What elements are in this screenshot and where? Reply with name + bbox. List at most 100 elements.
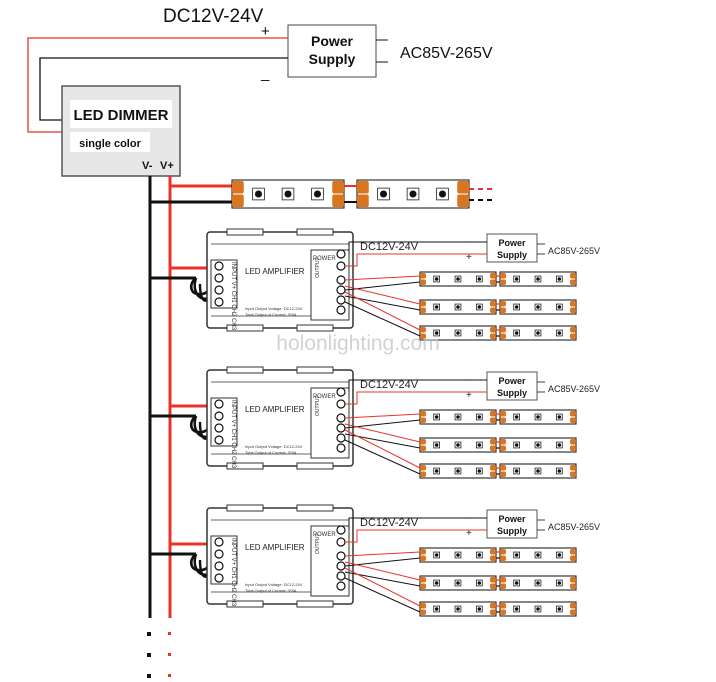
amp-strip-row2-left [419, 575, 497, 591]
strip-pad [420, 307, 426, 313]
strip-pad [357, 194, 369, 207]
dimmer-title-panel [70, 100, 172, 128]
strip-pad [500, 445, 506, 451]
amp-title: LED AMPLIFIER [245, 267, 305, 276]
amp-supply-plus: + [466, 252, 472, 263]
led-chip-dot [434, 277, 439, 281]
strip-pad [570, 465, 576, 471]
strip-pad [570, 417, 576, 423]
led-chip-dot [456, 415, 460, 419]
led-chip-dot [434, 331, 439, 335]
amp-input-screw [214, 549, 224, 559]
amp-output-screw [336, 249, 346, 259]
amp-output-screw [336, 551, 346, 561]
amp-supply-positive [345, 253, 487, 267]
amp-input-label: INPUT V+ CH1 CH2 CH3 [230, 538, 236, 607]
led-chip-dot [557, 305, 562, 309]
led-chip-dot [434, 305, 439, 309]
led-chip-dot [536, 469, 540, 473]
led-chip-dot [456, 469, 460, 473]
main-positive-wire [27, 37, 288, 133]
led-chip-dot [557, 443, 562, 447]
strip-pad [570, 333, 576, 339]
amp-strip-row1-right [499, 271, 577, 287]
amp-strip-row3-left [419, 325, 497, 341]
amp-supply-line2: Supply [497, 388, 527, 398]
amp-input-screw [214, 435, 224, 445]
led-chip-dot [557, 277, 562, 281]
strip-pad [490, 609, 496, 615]
amp-output-screw [336, 561, 346, 571]
led-chip-dot [514, 277, 519, 281]
strip-pad [570, 439, 576, 445]
amp-mount-tab [226, 228, 264, 236]
main-minus-sign: _ [260, 65, 270, 82]
strip-pad [490, 555, 496, 561]
amp-output-screw [336, 387, 346, 397]
amp-spec-line2: Total Output of Current: 3*8A [245, 450, 297, 455]
amp-strip-row1-left [419, 409, 497, 425]
amp-strip-row1-left [419, 547, 497, 563]
strip-pad [490, 465, 496, 471]
strip-pad [500, 301, 506, 307]
bus-continuation-dots [147, 632, 171, 678]
dimmer-subtitle-panel [70, 132, 150, 152]
strip-pad [332, 194, 344, 207]
strip-pad [420, 439, 426, 445]
amp-supply-negative [348, 241, 487, 254]
amp-mount-tab [226, 462, 264, 470]
strip-pad [500, 577, 506, 583]
strip-pad [232, 194, 244, 207]
amp-input-screw [214, 297, 224, 307]
amp-supply-minus: _ [465, 508, 472, 519]
strip-pad [570, 583, 576, 589]
amp-supply-voltage: DC12V-24V [360, 241, 419, 253]
strip-pad [500, 583, 506, 589]
direct-strip-segment-2 [356, 179, 470, 209]
amp-output-screw [336, 261, 346, 271]
led-chip-dot [456, 553, 460, 557]
strip-pad [420, 279, 426, 285]
strip-pad [420, 327, 426, 333]
led-chip-dot [477, 607, 482, 611]
amp-strip-row1-left [419, 271, 497, 287]
amp-mount-tab [226, 504, 264, 512]
led-chip-dot [514, 443, 519, 447]
strip-pad [500, 417, 506, 423]
amp-mount-tab [296, 228, 334, 236]
amp-supply-ac: AC85V-265V [548, 246, 600, 256]
strip-pad [570, 577, 576, 583]
amp-output-screw [336, 423, 346, 433]
amp-supply-negative [348, 517, 487, 530]
strip-pad [420, 273, 426, 279]
strip-pad [420, 445, 426, 451]
led-chip-dot [557, 469, 562, 473]
amp-strip-row3-right [499, 601, 577, 617]
led-chip-dot [514, 553, 519, 557]
strip-pad [420, 603, 426, 609]
dimmer-subtitle: single color [79, 138, 141, 150]
amp-output-screw [336, 305, 346, 315]
amp-output-screw [336, 275, 346, 285]
amp-supply-ac: AC85V-265V [548, 384, 600, 394]
main-power-supply-line1: Power [311, 33, 354, 49]
strip-pad [357, 181, 369, 194]
amp-output-wire-positive [344, 561, 421, 581]
strip-pad [570, 471, 576, 477]
strip-pad [500, 273, 506, 279]
amp-output-label: OUTPUT [315, 395, 321, 416]
amp-output-label: OUTPUT [315, 533, 321, 554]
amp-supply-voltage: DC12V-24V [360, 517, 419, 529]
led-chip-dot [514, 469, 519, 473]
strip-pad [490, 577, 496, 583]
led-chip-dot [557, 581, 562, 585]
amp-supply-line1: Power [498, 376, 526, 386]
main-voltage-label: DC12V-24V [163, 6, 264, 27]
amp-mount-tab [296, 504, 334, 512]
strip-pad [570, 301, 576, 307]
led-chip-dot [557, 331, 562, 335]
led-chip-dot [514, 415, 519, 419]
amp-output-screw [336, 537, 346, 547]
